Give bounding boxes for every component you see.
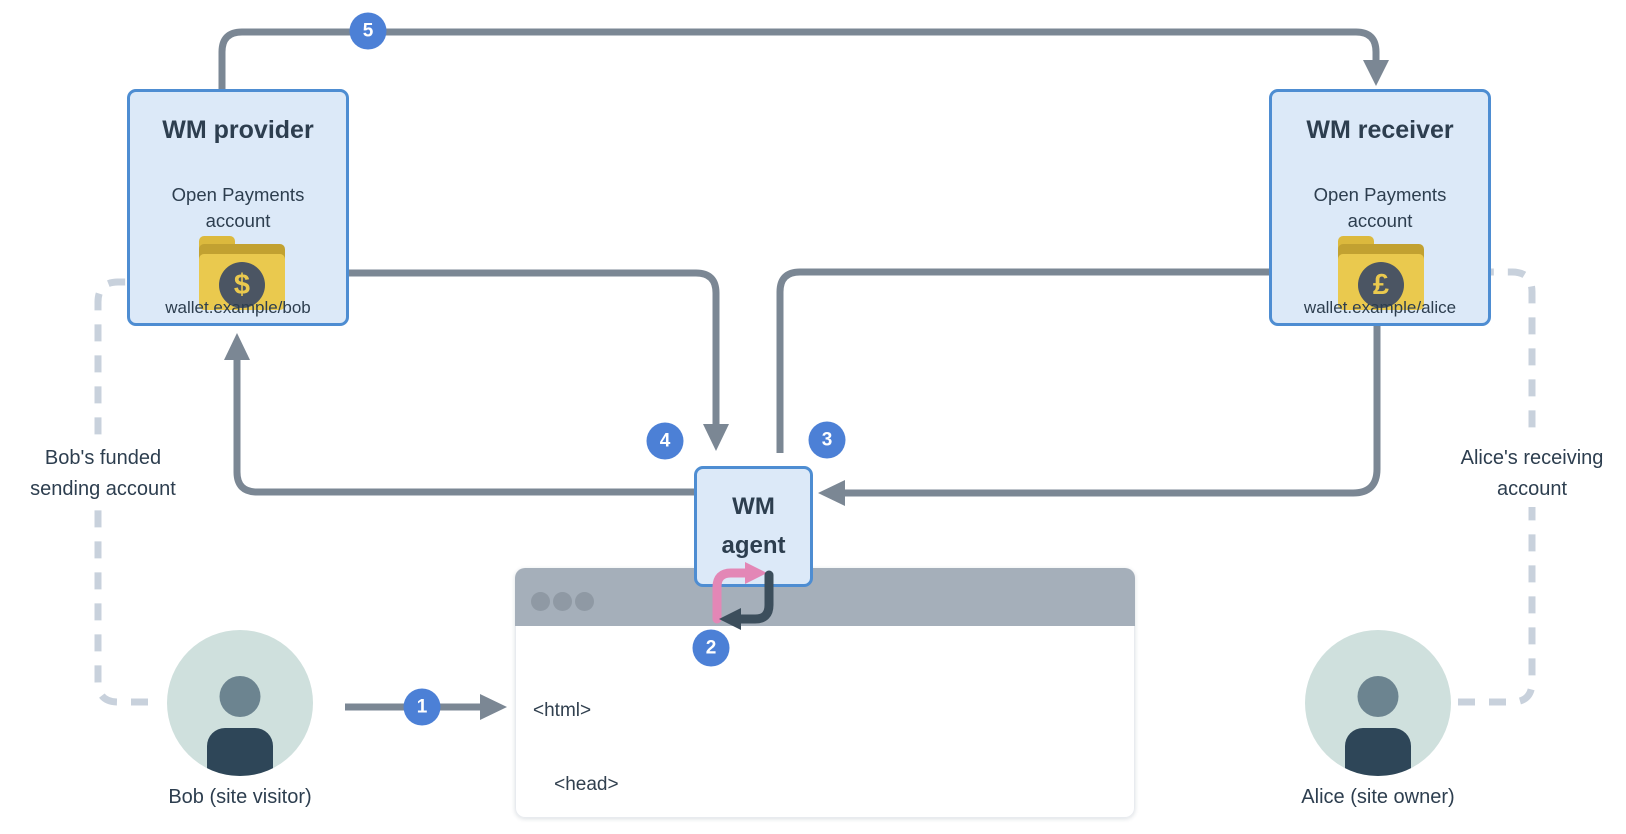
arrow-agent-to-provider [224, 333, 694, 496]
step-badge-2: 2 [692, 629, 730, 667]
bob-funded-account-note: Bob's funded sending account [26, 441, 180, 507]
arrowhead-down-into-agent [703, 424, 729, 451]
bob-avatar [167, 630, 313, 776]
alice-avatar [1305, 630, 1451, 776]
wm-provider-box: WM provider Open Payments account $ wall… [127, 89, 349, 326]
step-badge-5: 5 [349, 12, 387, 50]
arrowhead-up-into-provider [224, 333, 250, 360]
person-torso-icon [1345, 728, 1411, 776]
monetization-code-snippet: <html> <head> <link rel="monetization" h… [533, 700, 619, 795]
step-badge-1: 1 [403, 688, 441, 726]
pink-arrowhead [745, 562, 767, 584]
browser-title-bar [515, 568, 1135, 626]
receiver-wallet-address: wallet.example/alice [1303, 298, 1457, 317]
arrow-step-5 [218, 28, 1389, 89]
wm-receiver-account-label: Open Payments account [1313, 184, 1447, 231]
person-head-icon [1357, 676, 1399, 717]
window-dot-icon [575, 592, 594, 611]
arrow-receiver-to-agent [818, 326, 1381, 506]
arrowhead-down-into-receiver [1363, 60, 1389, 86]
refresh-cycle-icon [712, 562, 774, 630]
arrow-provider-to-agent [285, 269, 729, 451]
alice-label: Alice (site owner) [1301, 786, 1455, 808]
arrow-agent-to-receiver [776, 259, 1321, 453]
person-head-icon [219, 676, 261, 717]
wm-receiver-box: WM receiver Open Payments account £ wall… [1269, 89, 1491, 326]
provider-folder-icon: $ [199, 236, 285, 310]
bob-label: Bob (site visitor) [168, 786, 312, 808]
arrowhead-left-into-agent [818, 480, 845, 506]
provider-wallet-address: wallet.example/bob [165, 298, 311, 317]
person-torso-icon [207, 728, 273, 776]
wm-provider-title: WM provider [162, 116, 314, 144]
step-badge-4: 4 [646, 422, 684, 460]
window-dot-icon [531, 592, 550, 611]
browser-window: <html> <head> <link rel="monetization" h… [515, 568, 1135, 818]
arrowhead-right-into-browser [480, 694, 507, 720]
wm-agent-title: WM agent [721, 493, 786, 559]
alice-receiving-account-note: Alice's receiving account [1456, 441, 1608, 507]
step-badge-3: 3 [808, 421, 846, 459]
dark-arrowhead [719, 608, 741, 630]
window-dot-icon [553, 592, 572, 611]
receiver-folder-icon: £ [1338, 236, 1424, 310]
wm-receiver-title: WM receiver [1306, 116, 1454, 144]
wm-provider-account-label: Open Payments account [171, 184, 305, 231]
pound-icon: £ [1358, 262, 1404, 308]
dollar-icon: $ [219, 262, 265, 308]
browser-page-body: <html> <head> <link rel="monetization" h… [515, 626, 1135, 818]
